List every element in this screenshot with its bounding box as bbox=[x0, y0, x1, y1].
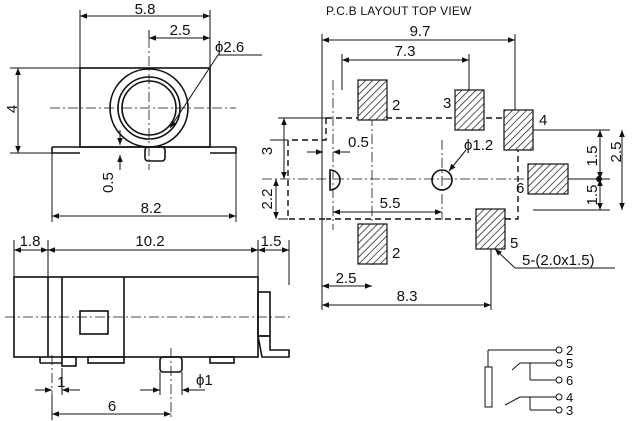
dim-hole-diameter: ϕ1.2 bbox=[464, 137, 493, 154]
dim-right-upper: 1.5 bbox=[584, 146, 601, 167]
pad-3 bbox=[454, 89, 485, 131]
pad-2-bottom bbox=[357, 223, 388, 265]
pad-note: 5-(2.0x1.5) bbox=[522, 252, 595, 269]
pcb-title: P.C.B LAYOUT TOP VIEW bbox=[326, 4, 472, 18]
dim-left: 1.8 bbox=[20, 233, 41, 250]
pad-5 bbox=[475, 208, 506, 250]
dim-pin-offset: 1 bbox=[57, 374, 65, 391]
pad-label: 4 bbox=[539, 112, 547, 129]
schematic-pin: 5 bbox=[566, 356, 573, 371]
dim-base-width: 8.2 bbox=[141, 200, 162, 217]
dim-bottom-width: 8.3 bbox=[397, 288, 418, 305]
dim-length: 10.2 bbox=[135, 233, 164, 250]
dim-hole-spacing: 5.5 bbox=[380, 195, 401, 212]
pad-6 bbox=[527, 163, 569, 195]
pcb-layout: P.C.B LAYOUT TOP VIEW 9.7 7.3 0.5 ϕ1.2 bbox=[259, 4, 625, 310]
top-view: 5.8 2.5 ϕ2.6 4 0.5 8.2 bbox=[4, 1, 262, 222]
pad-label: 2 bbox=[392, 245, 400, 262]
schematic: 2 5 6 4 3 bbox=[484, 343, 573, 418]
dim-right: 1.5 bbox=[261, 233, 282, 250]
dim-right-lower: 1.5 bbox=[584, 185, 601, 206]
pad-4 bbox=[503, 109, 534, 151]
pad-label: 3 bbox=[443, 95, 451, 112]
schematic-pin: 6 bbox=[566, 373, 573, 388]
dim-hole: ϕ2.6 bbox=[215, 39, 244, 56]
pad-label: 5 bbox=[510, 235, 518, 252]
schematic-pin: 3 bbox=[566, 403, 573, 418]
dim-bottom-offset: 0.5 bbox=[100, 172, 117, 193]
dim-pad-spacing: 7.3 bbox=[395, 43, 416, 60]
dim-pin-spacing: 6 bbox=[108, 398, 116, 415]
dim-height: 4 bbox=[4, 105, 21, 113]
dim-right-total: 2.5 bbox=[608, 142, 625, 163]
pad-2-top bbox=[357, 79, 388, 121]
schematic-pin: 4 bbox=[566, 390, 573, 405]
pad-label: 6 bbox=[516, 180, 524, 197]
side-view: 1.8 10.2 1.5 1 ϕ1 6 bbox=[5, 233, 290, 420]
dim-overall-width: 9.7 bbox=[410, 23, 431, 40]
pad-label: 2 bbox=[392, 97, 400, 114]
dim-width: 5.8 bbox=[135, 1, 156, 18]
dim-bottom-offset: 2.5 bbox=[336, 270, 357, 287]
dim-left-lower: 2.2 bbox=[259, 189, 276, 210]
schematic-pin: 2 bbox=[566, 343, 573, 358]
dim-hole-offset: 0.5 bbox=[348, 134, 369, 151]
dim-pin-diameter: ϕ1 bbox=[196, 372, 213, 389]
dim-left-upper: 3 bbox=[259, 147, 276, 155]
dim-offset: 2.5 bbox=[170, 22, 191, 39]
